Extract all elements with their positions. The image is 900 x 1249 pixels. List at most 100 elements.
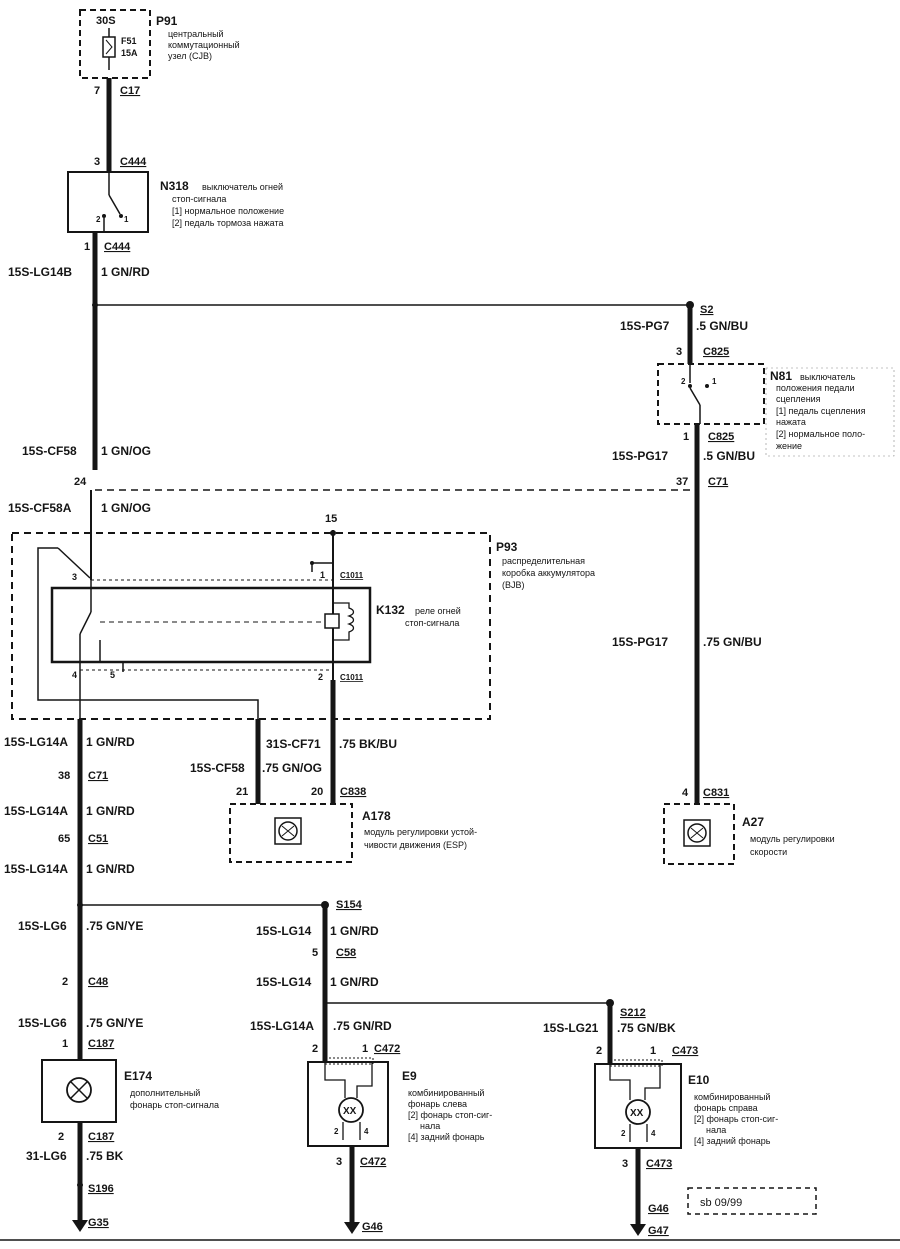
n81-switch-blade <box>689 387 701 406</box>
p91-fuse-rating: 15A <box>121 48 138 58</box>
pin-3-e10: 3 <box>622 1158 628 1170</box>
a178-desc-1: модуль регулировки устой- <box>364 827 477 837</box>
a27-box <box>663 803 735 865</box>
n81-desc-7: жение <box>776 441 802 451</box>
wire-color-gn-rd-4: 1 GN/RD <box>86 862 135 876</box>
wire-color-gn-rd-3: 1 GN/RD <box>86 804 135 818</box>
wire-label-15s-lg14a-4: 15S-LG14A <box>250 1019 314 1033</box>
conn-c472-bottom: C472 <box>360 1156 386 1168</box>
pin-3-n81: 3 <box>676 346 682 358</box>
n81-desc-2: положения педали <box>776 383 855 393</box>
fuse-icon <box>102 36 116 58</box>
wire-color-gn-og-2: 1 GN/OG <box>101 501 151 515</box>
a27-desc-2: скорости <box>750 847 787 857</box>
pin-1-n81: 1 <box>683 431 689 443</box>
conn-c187-top: C187 <box>88 1038 114 1050</box>
pin-2-c48: 2 <box>62 976 68 988</box>
module-icon <box>278 821 298 841</box>
conn-c831: C831 <box>703 787 729 799</box>
p93-desc-1: распределительная <box>502 556 585 566</box>
pin-21: 21 <box>236 786 248 798</box>
wire-label-15s-lg14-2: 15S-LG14 <box>256 975 312 989</box>
module-icon-a27 <box>687 823 707 843</box>
e10-inner-pin4: 4 <box>651 1129 656 1138</box>
conn-c838: C838 <box>340 786 366 798</box>
pin-1-n318: 1 <box>84 241 90 253</box>
conn-g35: G35 <box>88 1217 109 1229</box>
p91-ref: P91 <box>156 14 178 28</box>
e9-desc-4: нала <box>420 1121 440 1131</box>
n318-ref: N318 <box>160 179 189 193</box>
k132-pin5: 5 <box>110 670 115 680</box>
e9-desc-2: фонарь слева <box>408 1099 467 1109</box>
wire-color-gn-bk: .75 GN/BK <box>617 1021 676 1035</box>
p93-ref: P93 <box>496 540 518 554</box>
wire-color-bk: .75 BK <box>86 1149 124 1163</box>
wire-color-gn-rd-1: 1 GN/RD <box>101 265 150 279</box>
conn-c472-top: C472 <box>374 1043 400 1055</box>
wire-color-gn-bu-2: .5 GN/BU <box>703 449 755 463</box>
pin-4-a27: 4 <box>682 787 689 799</box>
conn-s2: S2 <box>700 304 713 316</box>
e10-desc-3: [2] фонарь стоп-сиг- <box>694 1114 778 1124</box>
wire-color-gn-og-1: 1 GN/OG <box>101 444 151 458</box>
conn-s212: S212 <box>620 1007 646 1019</box>
pin-2-e9: 2 <box>312 1043 318 1055</box>
n81-desc-1: выключатель <box>800 372 856 382</box>
n318-desc-1: выключатель огней <box>202 182 283 192</box>
k132-pin1: 1 <box>320 570 325 580</box>
p93-box <box>11 532 491 720</box>
pin-3-n318: 3 <box>94 156 100 168</box>
conn-c58: C58 <box>336 947 356 959</box>
pin-2-e10: 2 <box>596 1045 602 1057</box>
a27-ref: A27 <box>742 815 764 829</box>
n81-box <box>657 363 765 425</box>
pin-1-e10: 1 <box>650 1045 656 1057</box>
k132-desc-1: реле огней <box>415 606 461 616</box>
conn-c51: C51 <box>88 833 108 845</box>
conn-c71-left: C71 <box>88 770 108 782</box>
wire-color-gn-bu-3: .75 GN/BU <box>703 635 762 649</box>
n81-desc-box <box>765 367 895 457</box>
pin-15: 15 <box>325 513 337 525</box>
wire-color-bk-bu: .75 BK/BU <box>339 737 397 751</box>
p91-desc-3: узел (CJB) <box>168 51 212 61</box>
e9-ref: E9 <box>402 1069 417 1083</box>
conn-c71-right: C71 <box>708 476 728 488</box>
wire-color-gn-ye-2: .75 GN/YE <box>86 1016 143 1030</box>
n81-pin1: 1 <box>712 377 717 386</box>
wire-label-15s-lg14b: 15S-LG14B <box>8 265 72 279</box>
n81-desc-5: нажата <box>776 417 806 427</box>
wire-label-15s-lg14-1: 15S-LG14 <box>256 924 312 938</box>
conn-c48: C48 <box>88 976 108 988</box>
conn-c444-bottom: C444 <box>104 241 131 253</box>
lamp-icon-e10 <box>625 1099 651 1125</box>
conn-c17: C17 <box>120 85 140 97</box>
p91-inner-label: 30S <box>96 15 116 27</box>
a27-desc-1: модуль регулировки <box>750 834 835 844</box>
wire-color-gn-rd-5: 1 GN/RD <box>330 924 379 938</box>
wire-color-gn-rd-2: 1 GN/RD <box>86 735 135 749</box>
p93-desc-3: (BJB) <box>502 580 525 590</box>
k132-relay-box <box>50 586 372 664</box>
conn-c825-bottom: C825 <box>708 431 734 443</box>
pin-24: 24 <box>74 476 87 488</box>
conn-s154: S154 <box>336 899 363 911</box>
wire-label-15s-lg14a-3: 15S-LG14A <box>4 862 68 876</box>
k132-contact <box>79 611 92 635</box>
wire-label-15s-pg7: 15S-PG7 <box>620 319 670 333</box>
a178-box <box>229 803 353 863</box>
e9-inner-pin2: 2 <box>334 1127 339 1136</box>
wire-color-gn-bu-1: .5 GN/BU <box>696 319 748 333</box>
lamp-icon <box>66 1077 92 1103</box>
pin-3-e9: 3 <box>336 1156 342 1168</box>
wire-label-15s-cf58-b: 15S-CF58 <box>190 761 245 775</box>
pin-5-c58: 5 <box>312 947 318 959</box>
k132-pin3: 3 <box>72 572 77 582</box>
e10-desc-2: фонарь справа <box>694 1103 758 1113</box>
pin-65: 65 <box>58 833 70 845</box>
p91-desc-2: коммутационный <box>168 40 240 50</box>
pin-38: 38 <box>58 770 70 782</box>
e10-inner-pin2: 2 <box>621 1129 626 1138</box>
k132-pin4: 4 <box>72 670 77 680</box>
